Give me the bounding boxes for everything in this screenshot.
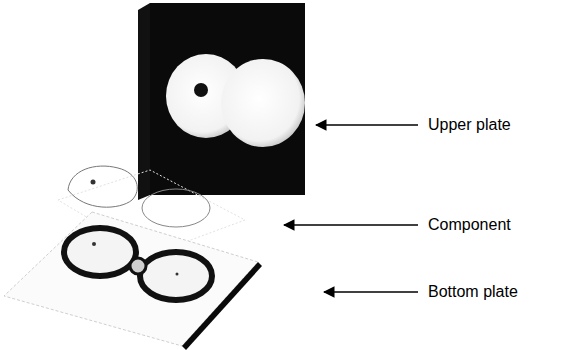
component-cavity — [142, 189, 210, 227]
bottom-plate-top — [4, 212, 258, 346]
bottom-cavity — [64, 228, 136, 276]
part-label: Bottom plate — [428, 283, 518, 301]
part-label: Upper plate — [428, 116, 511, 134]
leader-arrow — [284, 224, 418, 225]
component-cavity — [68, 166, 137, 207]
upper-plate-face — [150, 3, 305, 195]
sprue — [130, 258, 146, 274]
upper-pin — [194, 83, 208, 97]
bottom-cavity — [140, 252, 212, 300]
component-dot — [91, 180, 96, 185]
cavity-dot — [92, 242, 96, 246]
leader-arrow — [324, 291, 418, 292]
part-label: Component — [428, 216, 511, 234]
bottom-plate — [4, 212, 262, 350]
upper-plate — [138, 3, 305, 200]
upper-hole — [221, 59, 305, 147]
upper-plate-side — [138, 3, 150, 200]
leader-arrow — [316, 124, 418, 125]
cavity-dot — [176, 273, 179, 276]
